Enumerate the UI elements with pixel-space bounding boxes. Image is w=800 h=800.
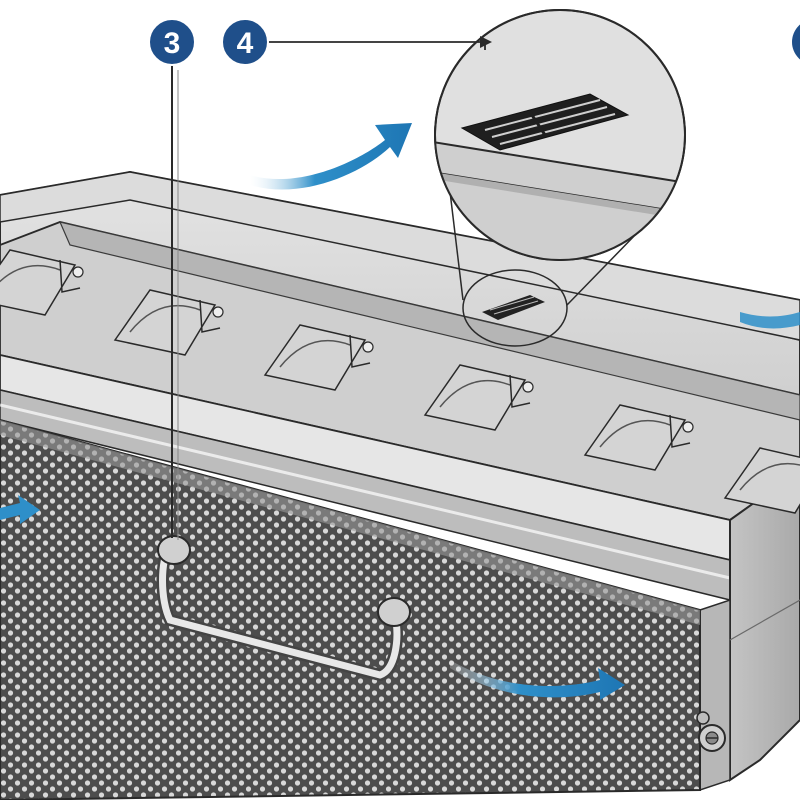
fan-unit	[723, 447, 800, 514]
fan-tray-chassis	[0, 170, 800, 800]
handle-mount-right	[377, 597, 411, 627]
airflow-arrow-bottom	[450, 660, 625, 700]
callout-leaders	[171, 36, 492, 540]
fan-unit	[263, 324, 374, 391]
leader-4	[268, 41, 486, 50]
fan-unit	[423, 364, 534, 431]
u-handle[interactable]	[156, 535, 411, 682]
fan-row	[0, 249, 800, 514]
callout-3-number: 3	[164, 27, 181, 60]
handle-mount-left	[157, 535, 191, 565]
callout-4-number: 4	[237, 27, 254, 60]
callout-4: 4	[221, 18, 269, 66]
trough-back-wall	[58, 221, 800, 421]
airflow-arrow-left	[0, 495, 40, 524]
right-end-cap	[729, 468, 800, 782]
airflow-arrow-right	[740, 312, 800, 329]
fan-unit	[113, 289, 224, 356]
fan-unit	[0, 249, 84, 316]
fan-unit	[583, 404, 694, 471]
airflow-arrow-top	[250, 123, 412, 190]
magnified-label-detail	[434, 9, 686, 261]
top-label-small	[462, 269, 568, 347]
callout-3: 3	[148, 18, 196, 66]
captive-screw-icon[interactable]	[696, 711, 726, 752]
magnified-label	[460, 93, 630, 151]
callout-partial-edge	[792, 24, 800, 60]
